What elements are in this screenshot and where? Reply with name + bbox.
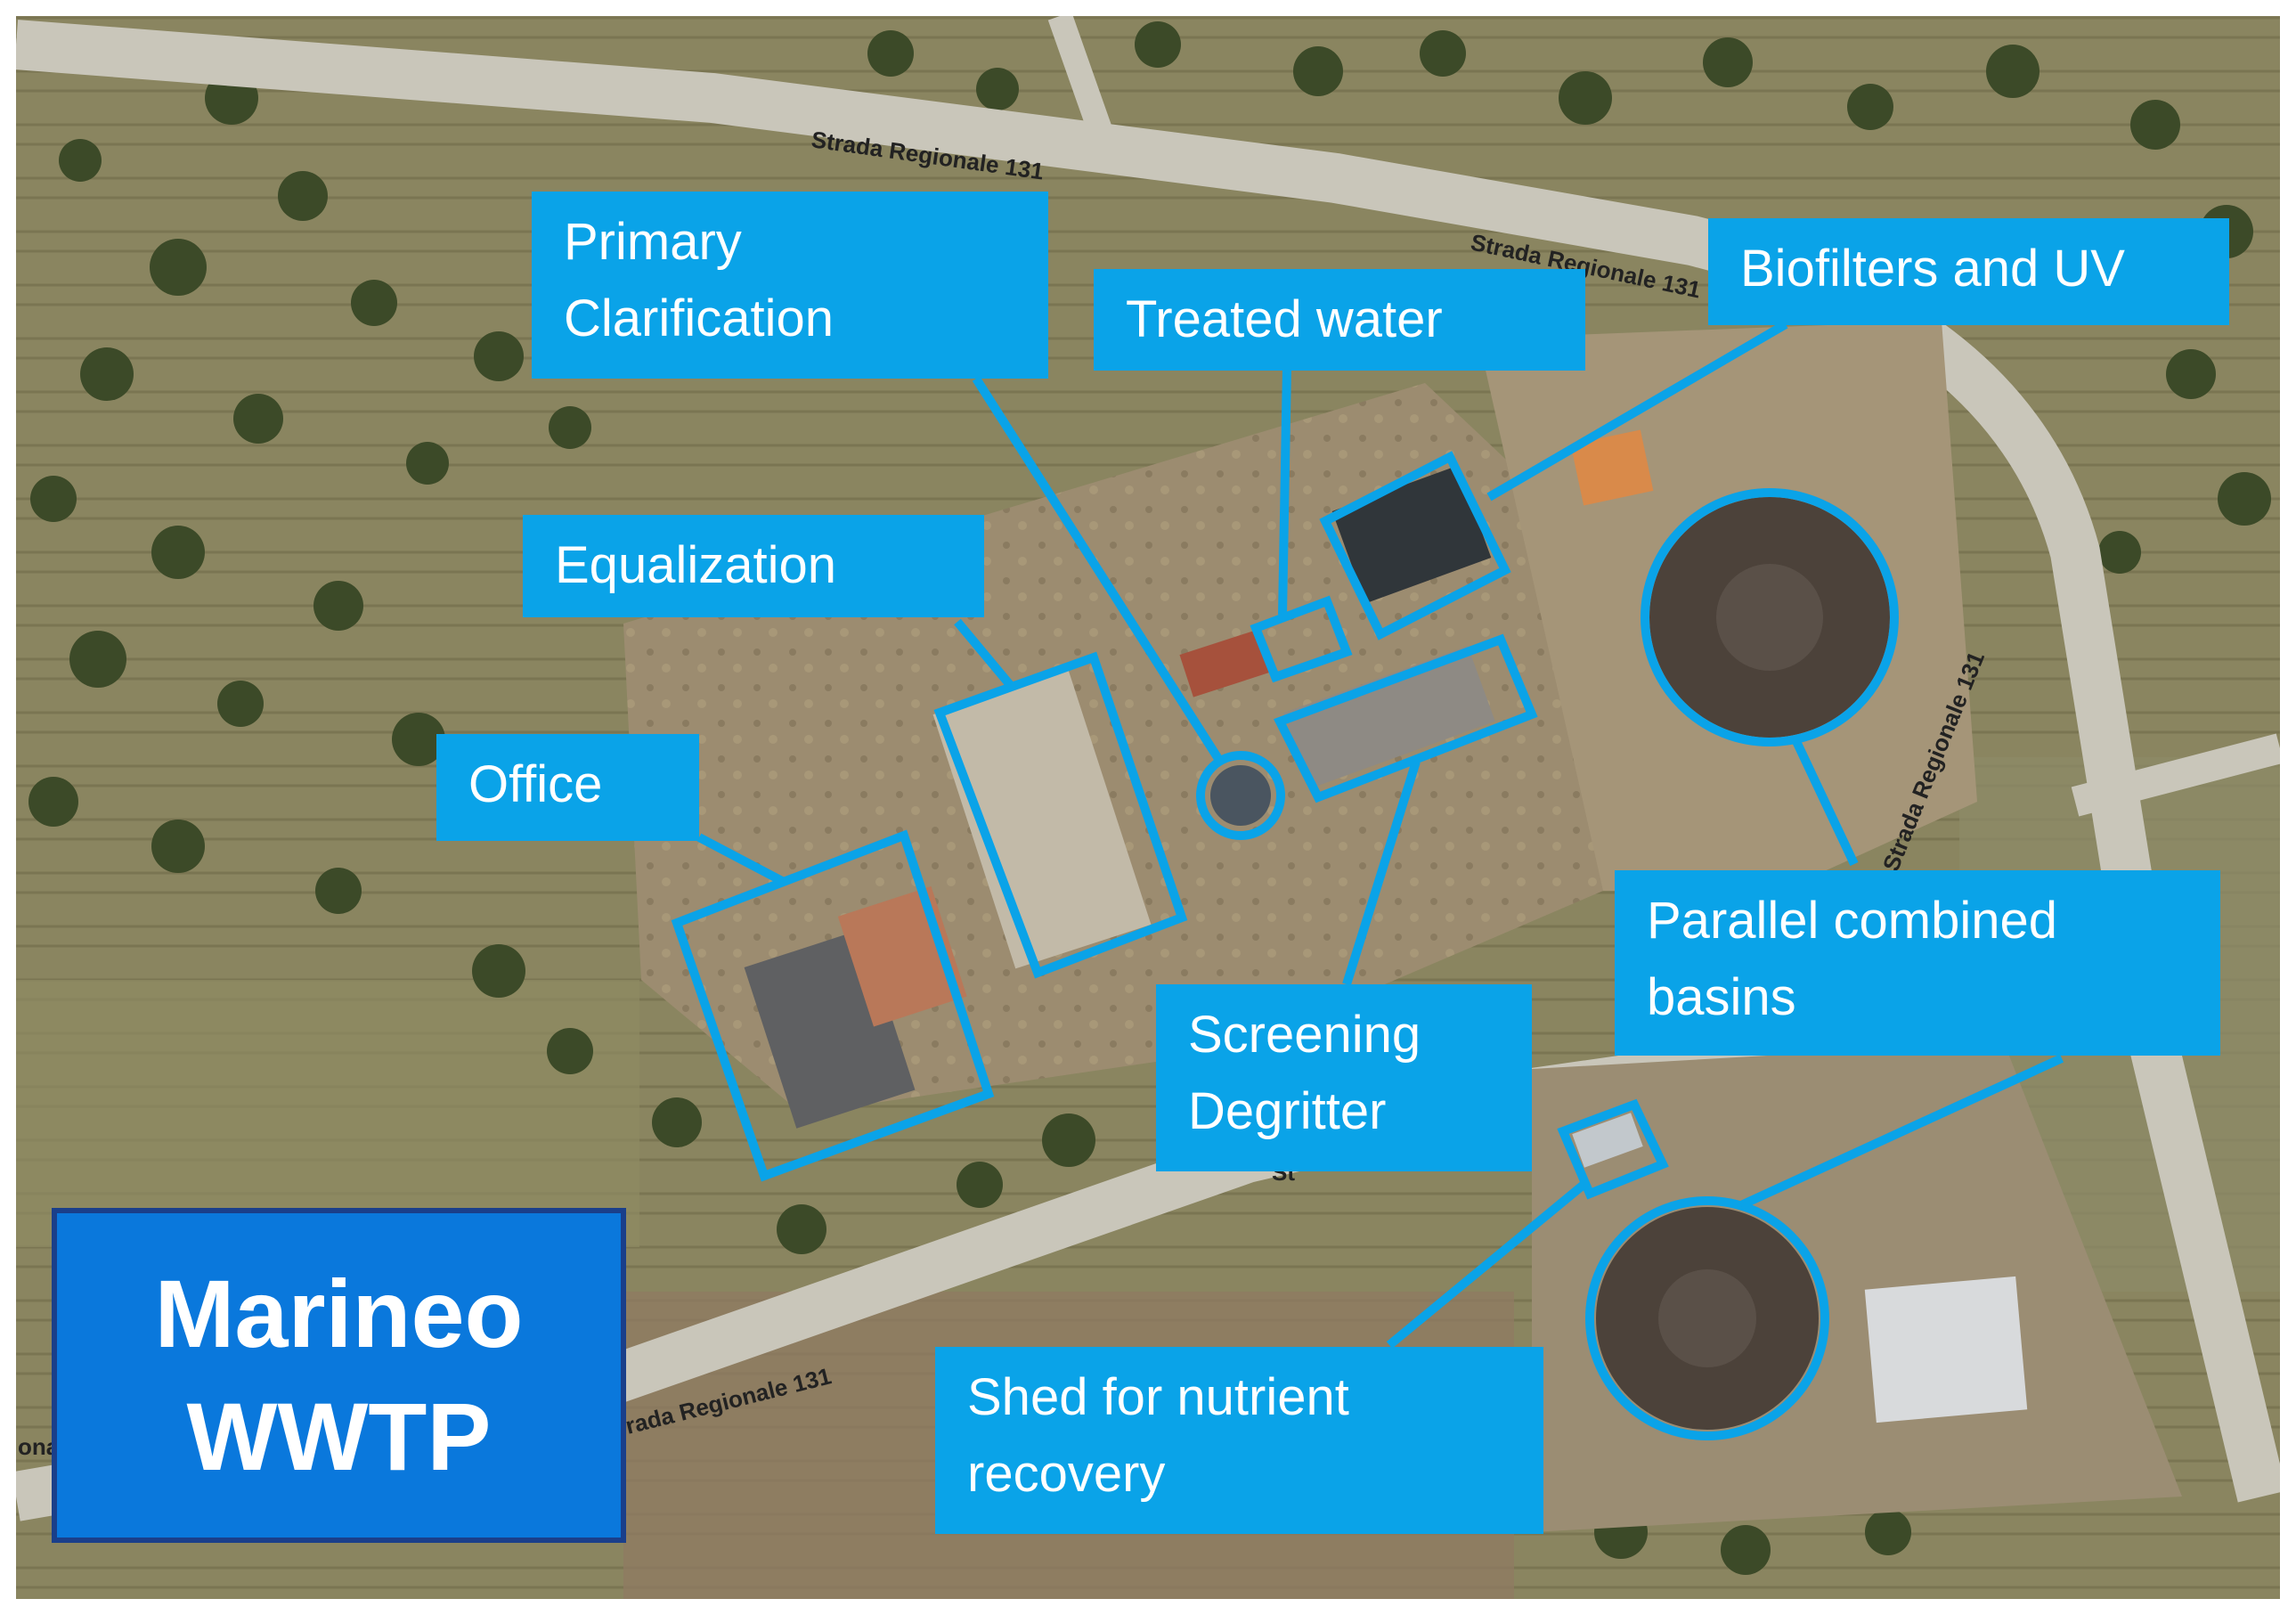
label-basins-line1: Parallel combined: [1647, 892, 2058, 950]
basin-south-outline: [1585, 1196, 1829, 1440]
nutrient-shed: [1572, 1113, 1643, 1168]
label-equalization: Equalization: [523, 515, 984, 617]
warehouse: [1864, 1276, 2028, 1423]
biofilter-outline: [1319, 451, 1511, 640]
label-shed-line1: Shed for nutrient: [967, 1368, 1349, 1426]
title-box: Marineo WWTP: [52, 1208, 626, 1543]
basin-north-leader: [1790, 735, 1859, 867]
screening-leader: [1342, 760, 1421, 986]
label-parallel-basins: Parallel combined basins: [1615, 870, 2220, 1056]
label-biofilters-text: Biofilters and UV: [1740, 240, 2125, 298]
label-shed-nutrient: Shed for nutrient recovery: [935, 1347, 1543, 1534]
label-screening-degritter: Screening Degritter: [1156, 984, 1532, 1171]
label-equalization-text: Equalization: [555, 536, 836, 594]
label-biofilters-uv: Biofilters and UV: [1708, 218, 2229, 325]
basin-south-inner: [1658, 1269, 1756, 1367]
road-access: [1047, 16, 1117, 147]
biofilter-leader: [1486, 320, 1788, 502]
label-primary-clarification: Primary Clarification: [532, 192, 1048, 379]
label-primary-line1: Primary: [564, 213, 742, 271]
highlights: [671, 320, 2064, 1440]
label-office-text: Office: [468, 755, 603, 813]
primary-clarifier: [1210, 765, 1271, 826]
equalization-leader: [954, 618, 1014, 689]
equalization-tank: [932, 670, 1152, 969]
treated-water-leader: [1278, 366, 1291, 616]
title-line2: WWTP: [186, 1383, 492, 1490]
label-screening-line1: Screening: [1188, 1006, 1421, 1064]
road-side: [2071, 733, 2280, 817]
clarifier-leader: [972, 376, 1226, 767]
red-roof-building: [1179, 630, 1270, 697]
label-office: Office: [436, 734, 699, 841]
equalization-outline: [933, 651, 1188, 979]
label-basins-line2: basins: [1647, 968, 1796, 1026]
office-leader: [696, 833, 786, 886]
treated-water-outline: [1250, 595, 1353, 683]
screening-outline: [1274, 633, 1538, 803]
screening-unit: [1283, 646, 1495, 788]
label-shed-line2: recovery: [967, 1445, 1166, 1503]
shed-leader: [1386, 1181, 1587, 1349]
clarifier-outline: [1196, 751, 1285, 840]
label-treated-water-text: Treated water: [1126, 290, 1443, 348]
title-line1: Marineo: [154, 1260, 524, 1367]
basin-north-inner: [1716, 564, 1823, 671]
basin-north-outline: [1641, 488, 1899, 746]
orange-roof: [1570, 429, 1654, 506]
label-primary-line2: Clarification: [564, 290, 834, 347]
office-outline: [671, 829, 995, 1182]
shed-outline: [1557, 1098, 1669, 1200]
basin-south-leader: [1738, 1054, 2064, 1210]
field-left: [16, 980, 639, 1247]
label-screening-line2: Degritter: [1188, 1082, 1387, 1140]
label-treated-water: Treated water: [1094, 269, 1585, 371]
